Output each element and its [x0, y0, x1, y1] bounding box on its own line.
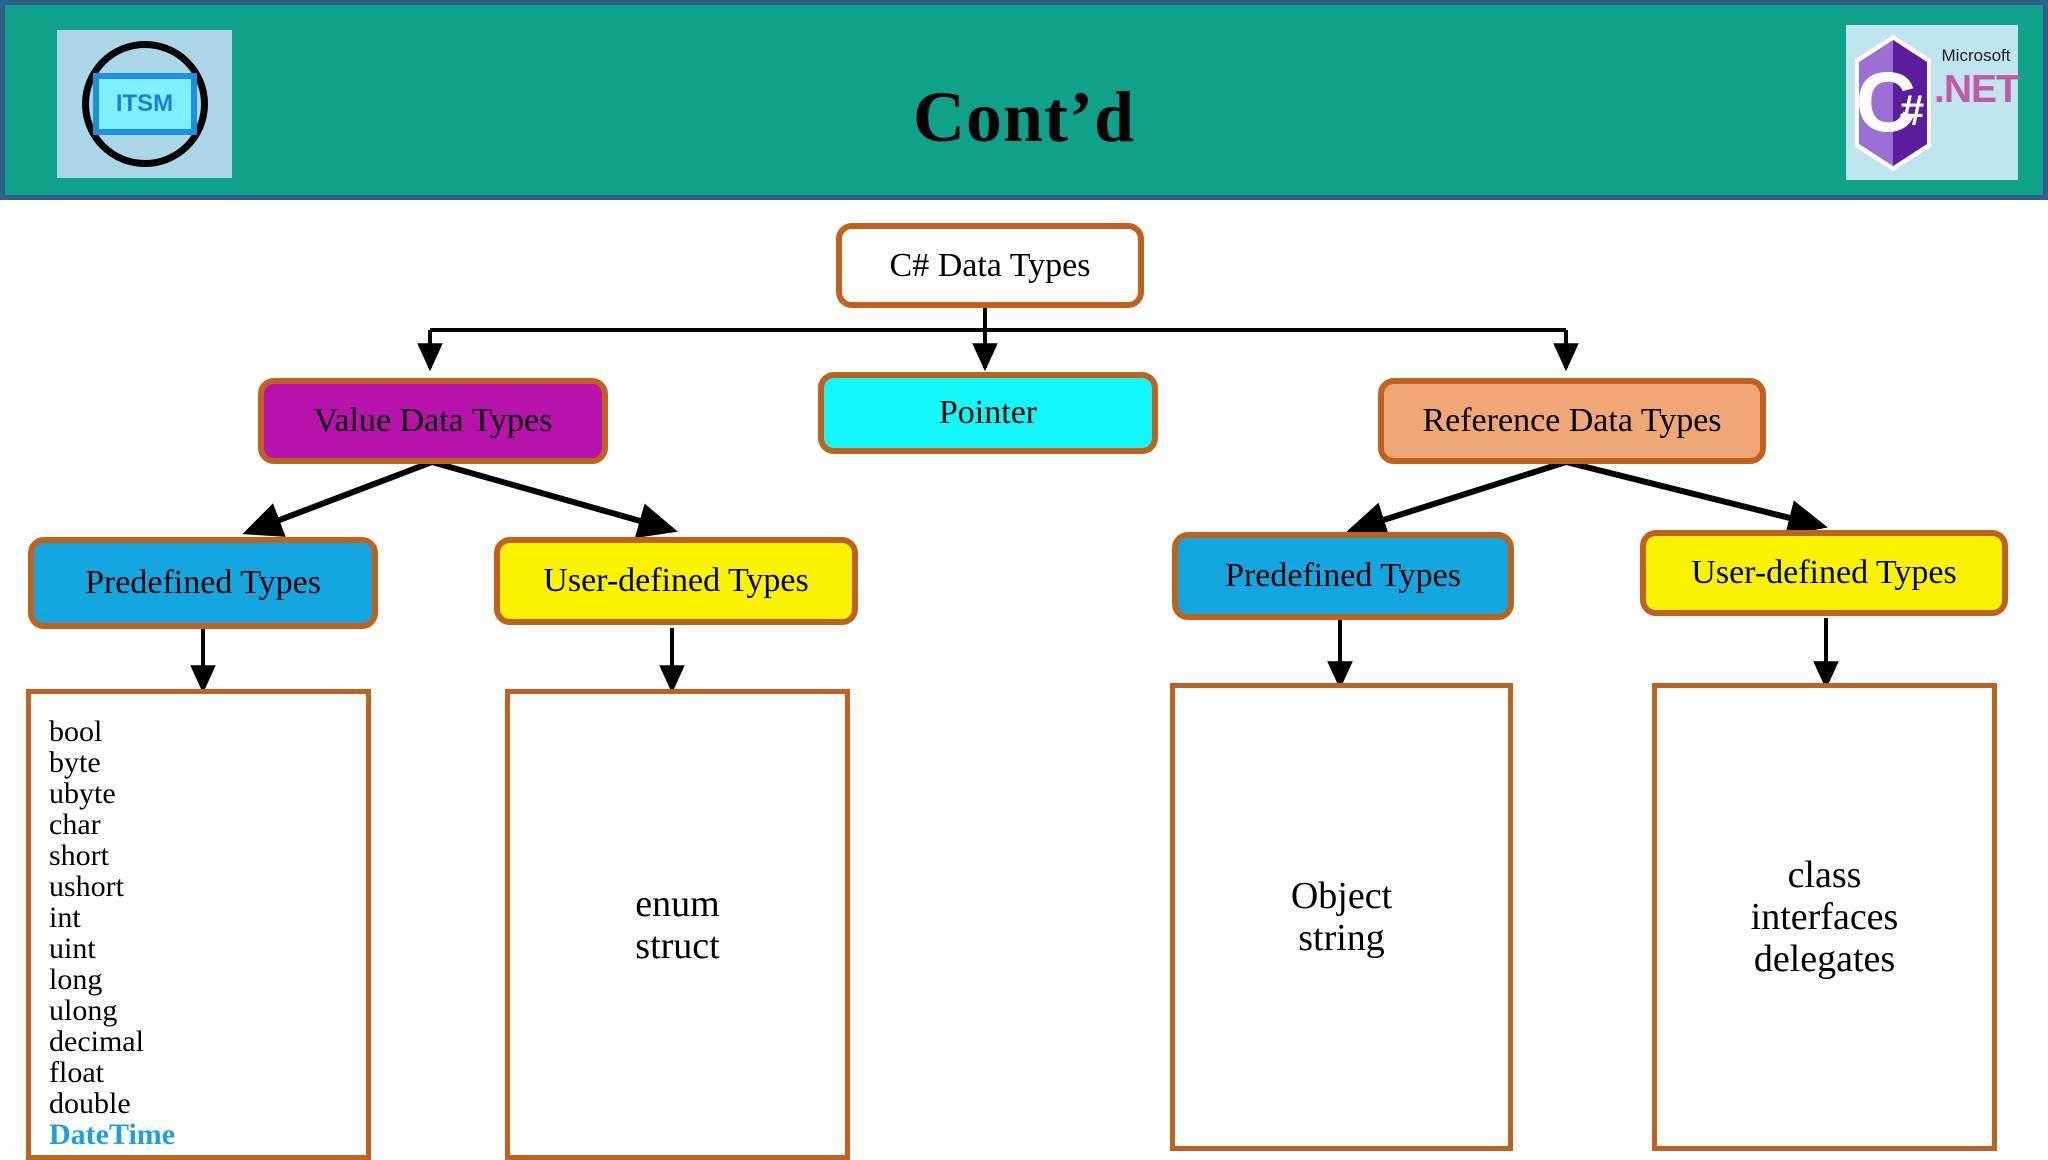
list-item: ubyte: [49, 777, 116, 810]
node-label: Predefined Types: [1225, 557, 1461, 595]
list-item-datetime: DateTime: [49, 1118, 176, 1151]
node-reference-data-types[interactable]: Reference Data Types: [1378, 378, 1766, 464]
list-item: bool: [49, 715, 103, 748]
list-item: interfaces: [1750, 896, 1899, 938]
dotnet-wordmark: Microsoft .NET: [1934, 46, 2020, 111]
microsoft-label: Microsoft: [1941, 46, 2011, 65]
connector-value-to-userdefined: [431, 459, 678, 539]
page-title: Cont’d: [912, 77, 1136, 157]
connector-reference-to-predefined: [1346, 459, 1567, 537]
node-label: Pointer: [938, 394, 1038, 432]
leafbox-reference-user-defined-list: class interfaces delegates: [1652, 683, 1997, 1151]
connector-reference-to-userdefined: [1565, 459, 1828, 536]
list-item: class: [1787, 854, 1862, 896]
node-value-user-defined-types[interactable]: User-defined Types: [494, 537, 858, 625]
itsm-circle-icon: [81, 41, 208, 167]
node-label: Predefined Types: [85, 564, 321, 602]
csharp-dotnet-logo: C # Microsoft .NET: [1846, 25, 2020, 180]
leafbox-reference-predefined-list: Object string: [1170, 683, 1513, 1151]
list-item: struct: [635, 924, 720, 967]
node-label: User-defined Types: [1691, 554, 1957, 592]
node-reference-user-defined-types[interactable]: User-defined Types: [1640, 530, 2008, 616]
slide-header-banner: ITSM Cont’d C # Microsoft .NET: [0, 0, 2048, 200]
list-item: double: [49, 1087, 131, 1120]
list-item: uint: [49, 932, 96, 965]
leafbox-value-predefined-list: bool byte ubyte char short ushort int ui…: [26, 689, 371, 1160]
list-item: delegates: [1753, 938, 1896, 980]
node-csharp-data-types[interactable]: C# Data Types: [836, 223, 1144, 308]
list-item: float: [49, 1056, 104, 1089]
dotnet-label: .NET: [1934, 68, 2020, 111]
node-value-data-types[interactable]: Value Data Types: [258, 378, 608, 464]
node-label: C# Data Types: [889, 246, 1091, 284]
csharp-hexagon-icon: C #: [1855, 35, 1931, 171]
node-label: User-defined Types: [543, 562, 809, 600]
list-item: int: [49, 901, 81, 934]
leafbox-value-user-defined-list: enum struct: [505, 689, 850, 1160]
itsm-badge-icon: ITSM: [92, 73, 197, 135]
list-item: string: [1298, 917, 1385, 959]
node-label: Value Data Types: [313, 402, 553, 440]
list-item: long: [49, 963, 103, 996]
list-item: ulong: [49, 994, 118, 1027]
itsm-logo-text: ITSM: [115, 90, 174, 117]
list-item: ushort: [49, 870, 124, 903]
list-item: enum: [635, 882, 720, 925]
node-label: Reference Data Types: [1422, 402, 1722, 440]
node-reference-predefined-types[interactable]: Predefined Types: [1172, 532, 1514, 620]
list-item: decimal: [49, 1025, 144, 1058]
list-item: char: [49, 808, 101, 841]
list-item: byte: [49, 746, 101, 779]
node-value-predefined-types[interactable]: Predefined Types: [28, 537, 378, 629]
data-types-diagram: C# Data Types Value Data Types Pointer R…: [0, 200, 2048, 1160]
node-pointer[interactable]: Pointer: [818, 372, 1158, 454]
list-item: Object: [1290, 875, 1393, 917]
svg-text:#: #: [1900, 86, 1924, 135]
svg-text:C: C: [1856, 55, 1917, 149]
connector-value-to-predefined: [242, 459, 434, 537]
itsm-logo: ITSM: [57, 30, 232, 178]
list-item: short: [49, 839, 109, 872]
